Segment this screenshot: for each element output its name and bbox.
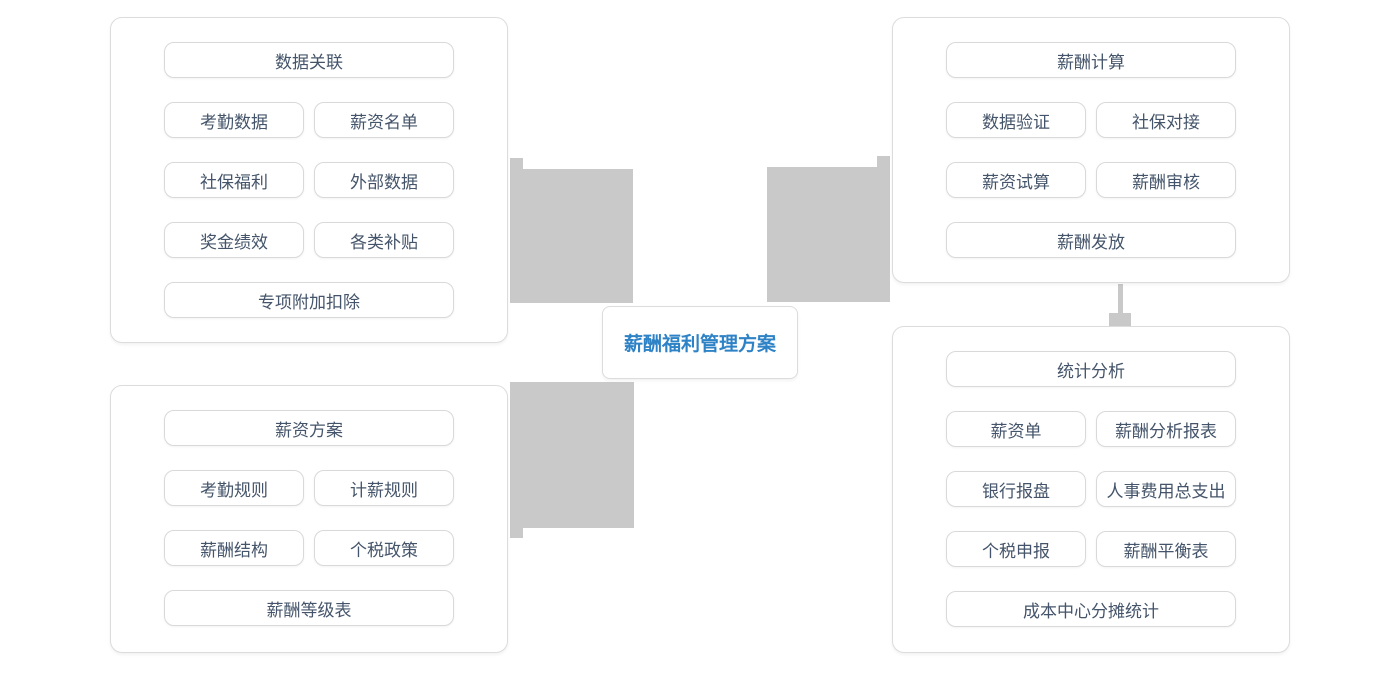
row-stats-3: 个税申报 薪酬平衡表 — [946, 531, 1236, 567]
connector-top-left-block — [510, 169, 633, 303]
connector-top-left-stub — [510, 158, 523, 169]
node-external-data[interactable]: 外部数据 — [314, 162, 454, 198]
node-payslip[interactable]: 薪资单 — [946, 411, 1086, 447]
node-salary-trial-calc[interactable]: 薪资试算 — [946, 162, 1086, 198]
node-salary-grade-table[interactable]: 薪酬等级表 — [164, 590, 454, 626]
node-social-security-integration[interactable]: 社保对接 — [1096, 102, 1236, 138]
node-pay-calc-rules[interactable]: 计薪规则 — [314, 470, 454, 506]
node-data-link-header[interactable]: 数据关联 — [164, 42, 454, 78]
node-social-security-benefits[interactable]: 社保福利 — [164, 162, 304, 198]
connector-right-vertical-line — [1118, 284, 1123, 313]
panel-salary-calc: 薪酬计算 数据验证 社保对接 薪资试算 薪酬审核 薪酬发放 — [892, 17, 1290, 283]
connector-right-foot — [1109, 313, 1131, 326]
node-cost-center-allocation[interactable]: 成本中心分摊统计 — [946, 591, 1236, 627]
panel-data-link: 数据关联 考勤数据 薪资名单 社保福利 外部数据 奖金绩效 各类补贴 专项附加扣… — [110, 17, 508, 343]
node-salary-balance-table[interactable]: 薪酬平衡表 — [1096, 531, 1236, 567]
node-attendance-data[interactable]: 考勤数据 — [164, 102, 304, 138]
node-salary-plan-header[interactable]: 薪资方案 — [164, 410, 454, 446]
connector-bottom-left-stub — [510, 528, 523, 538]
node-salary-payout[interactable]: 薪酬发放 — [946, 222, 1236, 258]
row-salary-calc-1: 数据验证 社保对接 — [946, 102, 1236, 138]
row-salary-calc-2: 薪资试算 薪酬审核 — [946, 162, 1236, 198]
row-data-link-3: 奖金绩效 各类补贴 — [164, 222, 454, 258]
connector-top-right-stub — [877, 156, 890, 167]
node-attendance-rules[interactable]: 考勤规则 — [164, 470, 304, 506]
node-bonus-performance[interactable]: 奖金绩效 — [164, 222, 304, 258]
row-data-link-2: 社保福利 外部数据 — [164, 162, 454, 198]
node-allowances[interactable]: 各类补贴 — [314, 222, 454, 258]
row-salary-plan-2: 薪酬结构 个税政策 — [164, 530, 454, 566]
root-node-salary-benefit-plan[interactable]: 薪酬福利管理方案 — [602, 306, 798, 379]
node-data-validation[interactable]: 数据验证 — [946, 102, 1086, 138]
node-bank-report[interactable]: 银行报盘 — [946, 471, 1086, 507]
node-stats-header[interactable]: 统计分析 — [946, 351, 1236, 387]
node-payroll-roster[interactable]: 薪资名单 — [314, 102, 454, 138]
node-salary-review[interactable]: 薪酬审核 — [1096, 162, 1236, 198]
panel-stats: 统计分析 薪资单 薪酬分析报表 银行报盘 人事费用总支出 个税申报 薪酬平衡表 … — [892, 326, 1290, 653]
node-salary-structure[interactable]: 薪酬结构 — [164, 530, 304, 566]
node-tax-declaration[interactable]: 个税申报 — [946, 531, 1086, 567]
connector-top-right-block — [767, 167, 890, 302]
connector-bottom-left-block — [510, 382, 634, 528]
panel-salary-plan: 薪资方案 考勤规则 计薪规则 薪酬结构 个税政策 薪酬等级表 — [110, 385, 508, 653]
row-data-link-1: 考勤数据 薪资名单 — [164, 102, 454, 138]
node-tax-policy[interactable]: 个税政策 — [314, 530, 454, 566]
node-salary-calc-header[interactable]: 薪酬计算 — [946, 42, 1236, 78]
node-hr-total-expense[interactable]: 人事费用总支出 — [1096, 471, 1236, 507]
row-stats-1: 薪资单 薪酬分析报表 — [946, 411, 1236, 447]
row-stats-2: 银行报盘 人事费用总支出 — [946, 471, 1236, 507]
node-salary-analysis-report[interactable]: 薪酬分析报表 — [1096, 411, 1236, 447]
row-salary-plan-1: 考勤规则 计薪规则 — [164, 470, 454, 506]
node-special-deduction[interactable]: 专项附加扣除 — [164, 282, 454, 318]
